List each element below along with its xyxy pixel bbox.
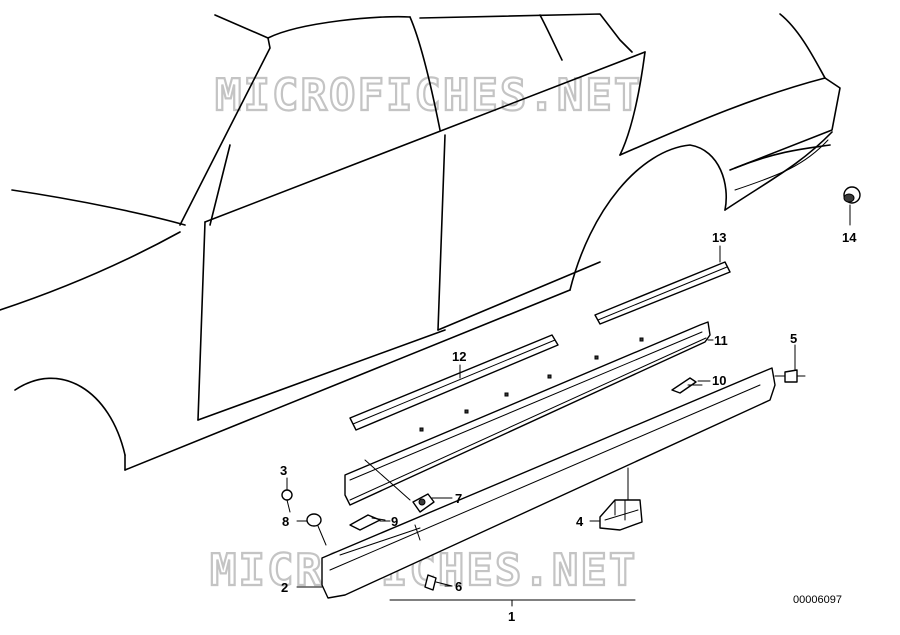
part-6-bolt (424, 574, 453, 591)
part-14-plug (843, 186, 861, 204)
callout-10: 10 (712, 373, 726, 388)
callout-12: 12 (452, 349, 466, 364)
part-13-trim-strip (594, 261, 731, 325)
part-4-bracket (599, 499, 643, 531)
callout-3: 3 (280, 463, 287, 478)
part-1-sill-cover (321, 367, 776, 599)
part-10-clip (671, 377, 703, 394)
part-7-retainer (412, 493, 435, 513)
callout-4: 4 (576, 514, 584, 529)
callout-5: 5 (790, 331, 797, 346)
part-9-clip (349, 514, 386, 531)
callout-7: 7 (455, 491, 462, 506)
callout-8: 8 (282, 514, 289, 529)
part-11-support-rail (344, 321, 711, 506)
callout-11: 11 (714, 333, 728, 348)
part-3-screw (281, 489, 293, 513)
callout-2: 2 (281, 580, 288, 595)
part-12-trim-strip (349, 334, 559, 431)
leader-lines (286, 204, 851, 607)
clip-markers (419, 337, 644, 432)
car-body-outline (0, 13, 841, 471)
callout-14: 14 (842, 230, 857, 245)
callout-6: 6 (455, 579, 462, 594)
watermark-top: MICROFICHES.NET (215, 70, 642, 121)
part-5-screw (774, 369, 806, 383)
callout-1: 1 (508, 609, 515, 624)
callout-13: 13 (712, 230, 726, 245)
callout-9: 9 (391, 514, 398, 529)
document-number: 00006097 (793, 594, 842, 606)
part-8-plug (306, 513, 327, 546)
callout-labels: 13 12 11 5 10 14 7 9 4 3 8 2 6 1 (280, 230, 857, 624)
